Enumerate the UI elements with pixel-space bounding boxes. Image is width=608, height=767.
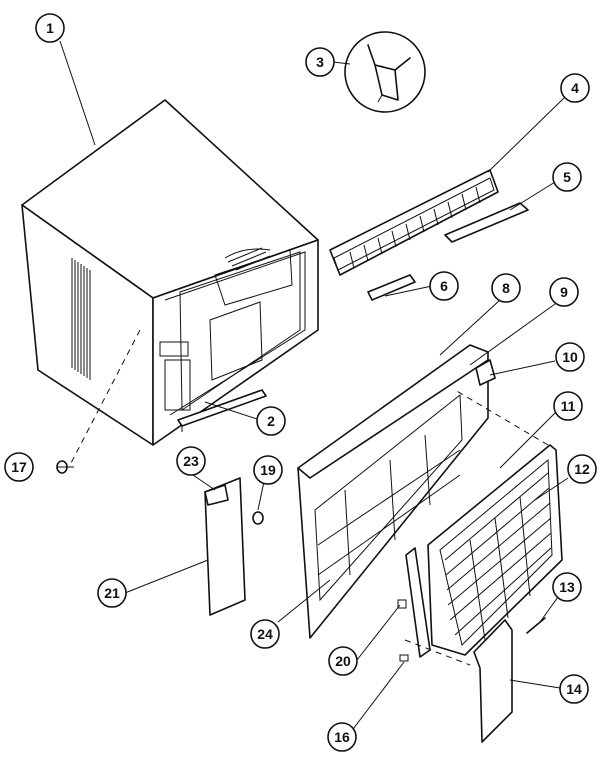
callout-2: 2 (256, 406, 286, 436)
small-rod-part (526, 617, 546, 634)
filter-cover-part (473, 619, 513, 743)
callout-9: 9 (549, 277, 579, 307)
deflector-strip-part (444, 202, 529, 243)
callout-11: 11 (553, 391, 583, 421)
callout-8-label: 8 (502, 280, 510, 296)
callout-14-label: 14 (566, 681, 582, 697)
callout-4-label: 4 (571, 80, 579, 96)
callout-16-label: 16 (334, 729, 350, 745)
callout-2-label: 2 (267, 413, 275, 429)
callout-24-label: 24 (257, 626, 273, 642)
callout-3: 3 (305, 47, 335, 77)
cabinet-part (21, 99, 319, 466)
control-panel-part (204, 477, 246, 616)
callout-21: 21 (97, 578, 127, 608)
side-rail-part (475, 359, 496, 386)
callout-9-label: 9 (560, 284, 568, 300)
callout-1: 1 (35, 13, 65, 43)
callout-3-label: 3 (316, 54, 324, 70)
callouts: 1 2 3 4 5 6 8 9 10 11 12 13 14 16 17 19 … (4, 13, 597, 752)
callout-13-label: 13 (559, 579, 575, 595)
callout-23-label: 23 (183, 453, 199, 469)
callout-21-label: 21 (104, 585, 120, 601)
vertical-bracket-part (397, 547, 471, 666)
callout-5-label: 5 (563, 169, 571, 185)
callout-16: 16 (327, 722, 357, 752)
callout-17-label: 17 (11, 459, 27, 475)
callout-23: 23 (176, 446, 206, 476)
callout-11-label: 11 (561, 398, 576, 414)
callout-19-label: 19 (260, 462, 276, 478)
callout-8: 8 (491, 273, 521, 303)
louvre-grille-part (329, 169, 499, 276)
callout-6-label: 6 (440, 278, 448, 294)
callout-14: 14 (559, 674, 589, 704)
leader-lines (57, 40, 569, 738)
callout-12-label: 12 (574, 461, 590, 477)
callout-1-label: 1 (46, 20, 54, 36)
callout-19: 19 (253, 455, 283, 485)
callout-13: 13 (552, 572, 582, 602)
clip-detail-part (344, 31, 426, 113)
callout-24: 24 (250, 619, 280, 649)
filter-grille-part (427, 389, 563, 656)
callout-12: 12 (567, 454, 597, 484)
callout-20: 20 (328, 646, 358, 676)
callout-4: 4 (560, 73, 590, 103)
callout-10: 10 (555, 342, 585, 372)
callout-10-label: 10 (562, 349, 578, 365)
small-strip-part (367, 274, 416, 301)
callout-20-label: 20 (335, 653, 351, 669)
callout-5: 5 (552, 162, 582, 192)
callout-17: 17 (4, 452, 34, 482)
front-panel-frame-part (297, 344, 489, 639)
callout-6: 6 (429, 271, 459, 301)
